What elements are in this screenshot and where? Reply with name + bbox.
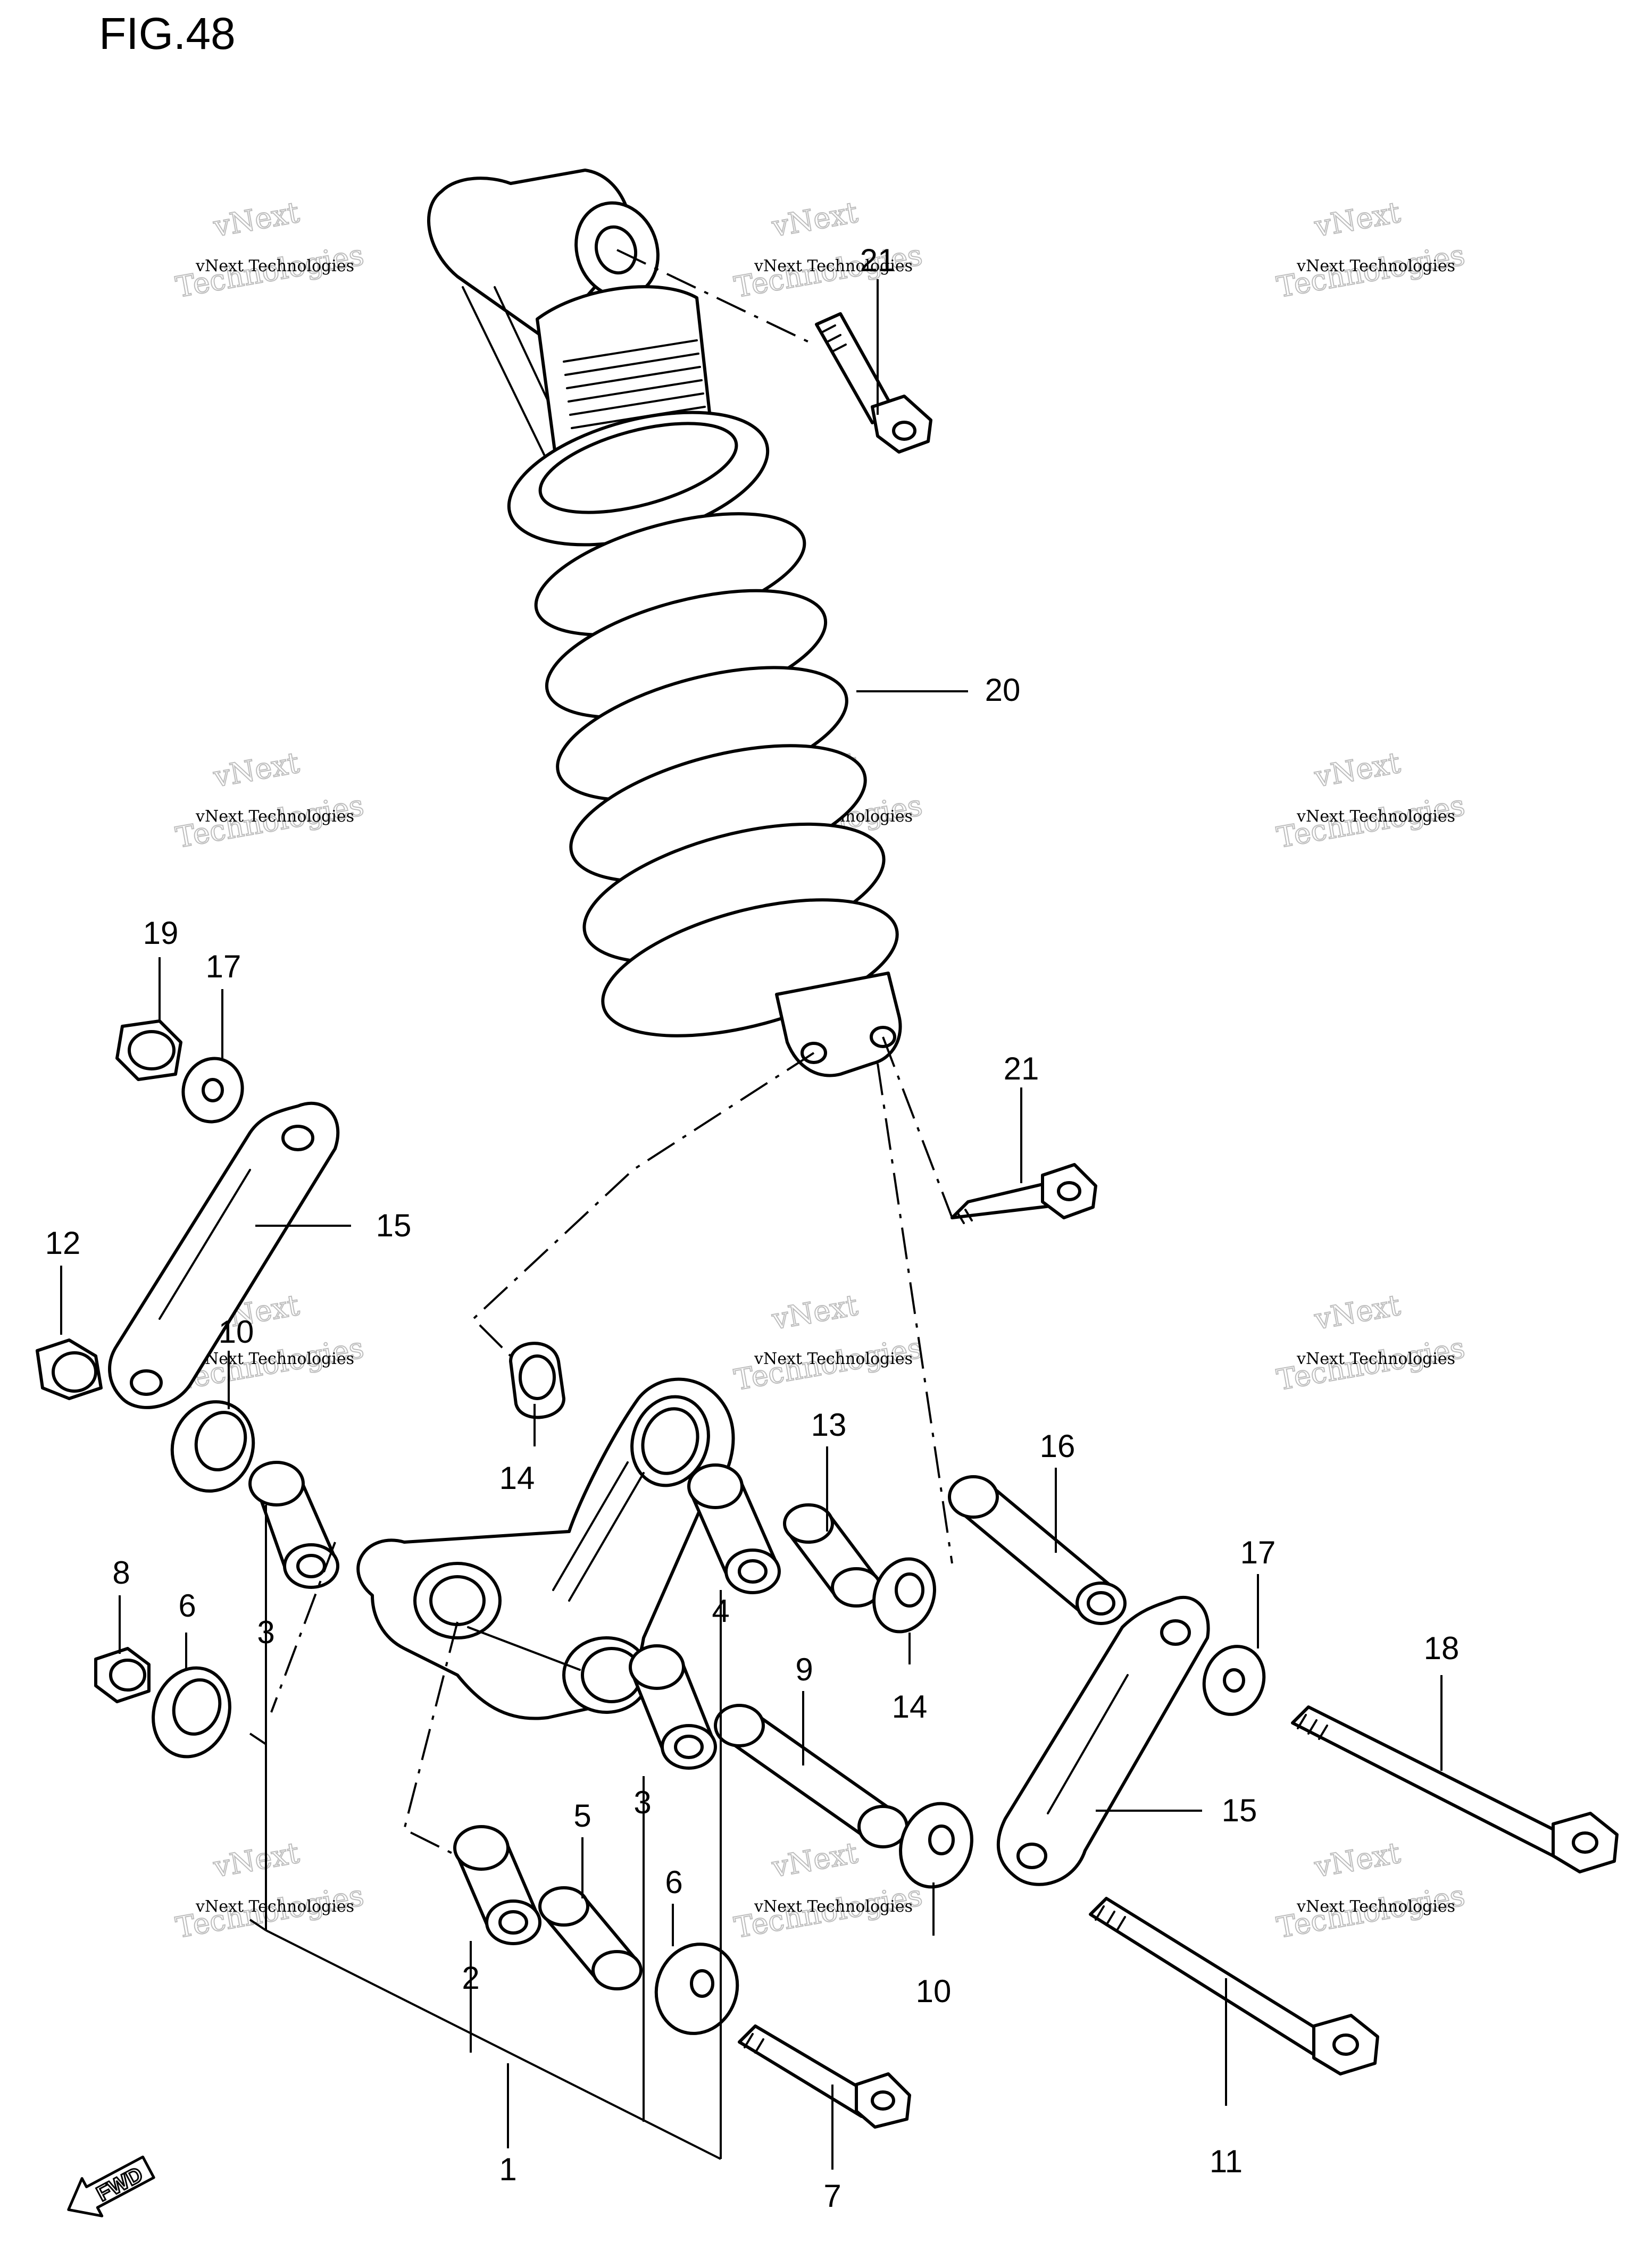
callout-14-lower: 14 — [892, 1689, 928, 1725]
part-21-upper-bolt — [815, 312, 932, 454]
callout-17-left: 17 — [206, 949, 241, 984]
callout-11: 11 — [1210, 2144, 1243, 2179]
watermark-text: vNext Technologies — [195, 257, 354, 275]
watermark: vNext Technologies vNext Technologies — [731, 1287, 926, 1397]
watermark: vNext Technologies vNext Technologies — [173, 1835, 367, 1945]
watermark: vNext Technologies vNext Technologies — [1274, 1287, 1468, 1397]
part-21-lower-bolt — [951, 1163, 1097, 1224]
watermark-text-outline-a: vNext — [1312, 746, 1403, 793]
callout-3-upper: 3 — [257, 1614, 274, 1650]
watermark-text-outline-a: vNext — [769, 195, 861, 243]
callout-1: 1 — [499, 2152, 516, 2187]
part-16-spacer-long — [948, 1475, 1127, 1625]
watermark-text: vNext Technologies — [754, 257, 913, 275]
watermark-text: vNext Technologies — [195, 807, 354, 826]
watermark-text-outline-a: vNext — [211, 195, 302, 243]
callout-14-upper: 14 — [499, 1460, 535, 1496]
spring-coils — [534, 512, 899, 1037]
callout-17-right: 17 — [1240, 1535, 1276, 1570]
watermark: vNext Technologies vNext Technologies — [173, 745, 367, 855]
callout-12: 12 — [45, 1225, 81, 1261]
watermark-text: vNext Technologies — [754, 1350, 913, 1368]
callout-9: 9 — [795, 1652, 813, 1687]
part-4-bearing — [687, 1463, 781, 1594]
watermark: vNext Technologies vNext Technologies — [1274, 195, 1468, 304]
watermark-text-outline-a: vNext — [1312, 1836, 1403, 1884]
callout-10-right: 10 — [916, 1973, 952, 2009]
assembly-lines — [270, 1052, 953, 1857]
part-18-long-bolt — [1291, 1705, 1619, 1873]
callout-5: 5 — [573, 1798, 591, 1834]
fwd-direction-badge: FWD — [67, 2155, 155, 2217]
watermark-text-outline-a: vNext — [1312, 1288, 1403, 1336]
part-5-spacer — [538, 1886, 643, 1990]
part-6-dust-seal-left — [152, 1666, 231, 1759]
part-10-spacer-right — [899, 1802, 973, 1889]
callout-18: 18 — [1424, 1630, 1460, 1666]
callout-2: 2 — [462, 1960, 479, 1996]
watermark: vNext Technologies vNext Technologies — [1274, 745, 1468, 855]
part-11-bolt — [1089, 1897, 1379, 2075]
callout-15-left: 15 — [376, 1208, 412, 1243]
callouts: 21 20 21 19 17 15 12 10 14 13 16 17 18 8… — [45, 242, 1460, 2214]
part-6-dust-seal-right — [654, 1943, 739, 2035]
callout-6-right: 6 — [665, 1864, 682, 1900]
watermark-text-outline-a: vNext — [211, 746, 302, 793]
watermark-text-outline-a: vNext — [769, 1836, 861, 1884]
callout-19: 19 — [143, 915, 179, 951]
part-3-bearing-lower — [629, 1644, 717, 1770]
callout-10-left: 10 — [219, 1314, 254, 1350]
part-17-washer-left — [181, 1057, 244, 1124]
watermark: vNext Technologies vNext Technologies — [731, 195, 926, 304]
part-2-bearing — [453, 1825, 541, 1945]
part-17-washer-right — [1202, 1645, 1266, 1716]
part-1-cushion-lever — [356, 1377, 735, 1720]
watermark-text: vNext Technologies — [1296, 257, 1455, 275]
callout-7: 7 — [823, 2178, 841, 2214]
callout-8: 8 — [112, 1555, 130, 1591]
watermark-text-outline-a: vNext — [211, 1836, 302, 1884]
part-14-collar-upper — [509, 1342, 565, 1419]
callout-21-lower: 21 — [1004, 1051, 1039, 1086]
part-7-bolt — [738, 2024, 911, 2129]
part-20-rear-shock-absorber — [427, 169, 902, 1077]
callout-20: 20 — [985, 672, 1021, 708]
watermark-text: vNext Technologies — [195, 1897, 354, 1916]
callout-16: 16 — [1040, 1428, 1076, 1464]
callout-21-upper: 21 — [860, 242, 896, 278]
watermark-text-outline-a: vNext — [1312, 195, 1403, 243]
part-19-nut — [115, 1019, 182, 1081]
watermark-text: vNext Technologies — [1296, 1897, 1455, 1916]
callout-13: 13 — [811, 1407, 847, 1443]
part-13-spacer — [783, 1503, 882, 1608]
figure-title: FIG.48 — [99, 9, 236, 58]
watermark: vNext Technologies vNext Technologies — [731, 1835, 926, 1945]
leader-lines — [60, 279, 1443, 2170]
fwd-arrow-icon — [67, 2155, 155, 2217]
part-8-nut — [94, 1647, 151, 1703]
callout-4: 4 — [712, 1593, 729, 1629]
callout-15-right: 15 — [1222, 1793, 1257, 1828]
callout-3-lower: 3 — [633, 1785, 651, 1820]
watermark: vNext Technologies vNext Technologies — [1274, 1835, 1468, 1945]
watermark: vNext Technologies vNext Technologies — [173, 195, 367, 304]
watermark-text: vNext Technologies — [754, 1897, 913, 1916]
watermark-text: vNext Technologies — [195, 1350, 354, 1368]
callout-6-left: 6 — [178, 1588, 196, 1623]
watermark-text: vNext Technologies — [1296, 1350, 1455, 1368]
watermark-text: vNext Technologies — [1296, 807, 1455, 826]
part-9-spacer — [714, 1704, 908, 1848]
watermark-text-outline-a: vNext — [769, 1288, 861, 1336]
part-15-link-left — [108, 1101, 340, 1409]
part-10-spacer-left — [170, 1400, 255, 1493]
part-3-bearing-upper — [248, 1461, 339, 1589]
part-12-nut — [36, 1338, 103, 1400]
part-14-collar-lower — [872, 1557, 936, 1634]
part-15-link-right — [996, 1595, 1210, 1886]
